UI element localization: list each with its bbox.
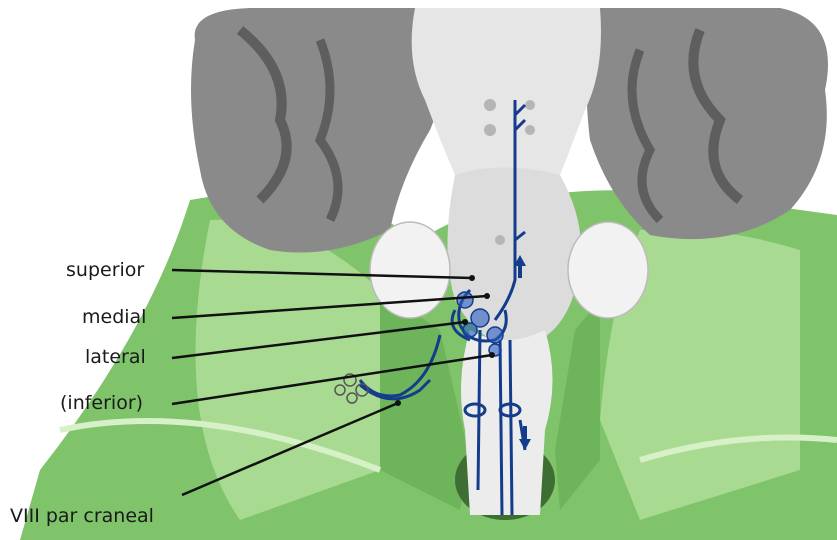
label-superior: superior [66,261,144,280]
label-medial: medial [82,308,146,327]
label-inferior: (inferior) [60,394,143,413]
label-lateral: lateral [85,348,146,367]
label-cranial-nerve-viii: VIII par craneal [10,507,154,526]
